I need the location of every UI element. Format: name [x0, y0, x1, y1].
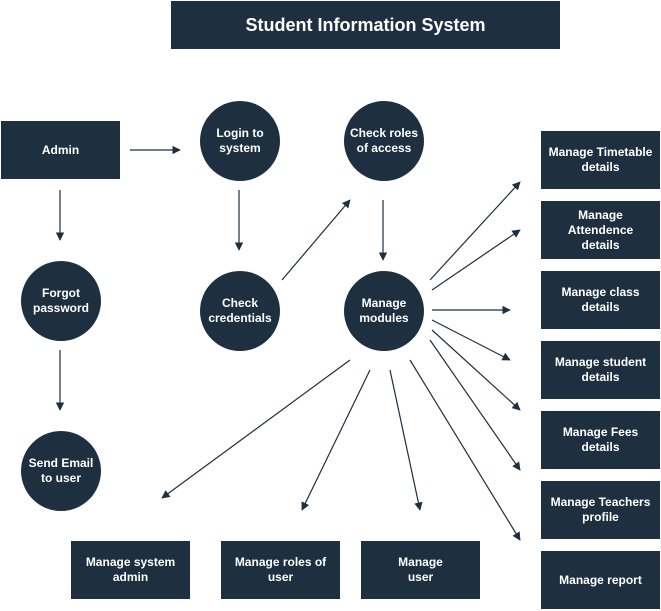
arrow-modules-to-teachers [429, 339, 521, 471]
login-node: Login to system [200, 101, 280, 181]
send-email-node: Send Email to user [21, 431, 101, 511]
manage-teachers-node: Manage Teachers profile [541, 481, 660, 539]
arrow-modules-to-report [409, 359, 521, 541]
check-credentials-node: Check credentials [200, 271, 280, 351]
arrow-modules-to-attendance [431, 229, 521, 291]
manage-attendance-node: Manage Attendence details [541, 201, 660, 259]
manage-roles-node: Manage roles of user [221, 541, 340, 599]
manage-modules-node: Manage modules [344, 271, 424, 351]
arrow-modules-to-roles [301, 369, 371, 511]
forgot-password-node: Forgot password [21, 261, 101, 341]
diagram-title: Student Information System [171, 1, 560, 49]
arrow-modules-to-system-admin [161, 359, 351, 499]
manage-fees-node: Manage Fees details [541, 411, 660, 469]
arrow-modules-to-fees [431, 329, 521, 411]
check-roles-node: Check roles of access [344, 101, 424, 181]
admin-node: Admin [1, 121, 120, 179]
manage-timetable-node: Manage Timetable details [541, 131, 660, 189]
manage-class-node: Manage class details [541, 271, 660, 329]
arrow-modules-to-timetable [429, 181, 521, 281]
arrow-modules-to-user [389, 369, 423, 511]
manage-report-node: Manage report [541, 551, 660, 609]
manage-system-admin-node: Manage system admin [71, 541, 190, 599]
manage-student-node: Manage student details [541, 341, 660, 399]
arrow-check-credentials-to-check-roles [281, 199, 351, 281]
arrow-modules-to-student [431, 319, 511, 361]
manage-user-node: Manage user [361, 541, 480, 599]
